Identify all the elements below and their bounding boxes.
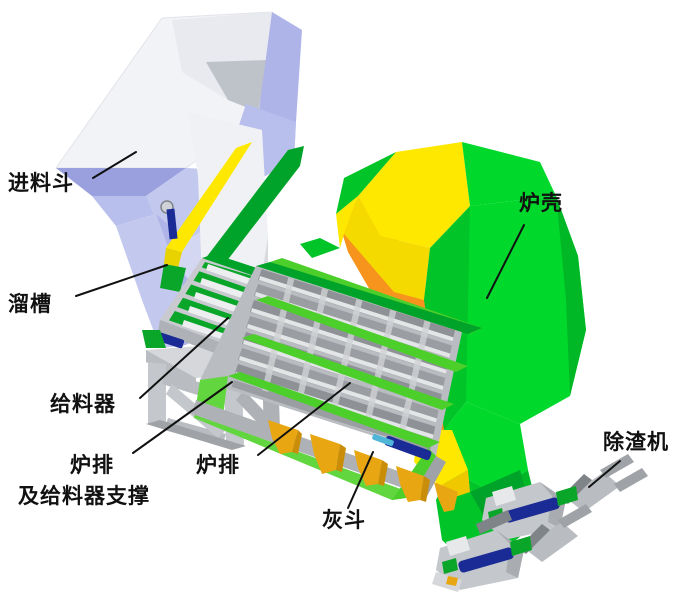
grate-rail-4 bbox=[228, 372, 440, 448]
slag-upper-roller bbox=[492, 486, 516, 506]
hopper-left-lip-front bbox=[92, 196, 156, 226]
slag-mid-dark-wedge bbox=[476, 510, 512, 534]
ash-hopper-3 bbox=[354, 450, 382, 486]
slag-upper-chute-plate bbox=[566, 472, 620, 512]
shell-interior-yellow-left bbox=[336, 196, 358, 248]
hopper-throat-shadow bbox=[206, 60, 268, 112]
feeder-actuator-blue bbox=[157, 332, 185, 349]
slag-lower-cylinder-head-green bbox=[510, 536, 532, 556]
label-feeder: 给料器 bbox=[50, 392, 116, 416]
leader-slag-remover bbox=[588, 460, 621, 488]
slag-lower-cylinder bbox=[458, 547, 514, 573]
ash-hopper-4 bbox=[396, 466, 424, 502]
slag-upper-fin-b bbox=[614, 468, 648, 492]
grate-rail-3 bbox=[242, 334, 454, 410]
shell-top-green-face bbox=[396, 142, 556, 206]
label-grate-and-feeder-support-line1: 炉排 bbox=[70, 453, 114, 477]
shell-right-green-shade bbox=[556, 196, 586, 396]
slag-remover-assembly bbox=[432, 454, 648, 592]
label-furnace-shell: 炉壳 bbox=[519, 191, 563, 215]
ash-hopper-4-shade bbox=[420, 476, 430, 502]
ash-hopper-5-far bbox=[434, 482, 458, 512]
ash-hopper-1-shade bbox=[292, 430, 302, 454]
grate-rail-2 bbox=[256, 296, 468, 372]
slag-upper-cylinder-head-green bbox=[556, 486, 578, 506]
leader-ash-hopper bbox=[347, 451, 374, 509]
hopper-left-lip-violet bbox=[56, 168, 186, 196]
leader-chute bbox=[75, 264, 168, 297]
green-drive-beam-upper bbox=[186, 146, 304, 288]
ash-hopper-2-shade bbox=[336, 444, 346, 472]
feeder-drive-beams bbox=[160, 142, 304, 304]
slag-upper-fin-a bbox=[600, 454, 634, 478]
support-left-post bbox=[148, 362, 166, 430]
leader-lines-group bbox=[75, 151, 621, 509]
hopper-right-violet-panel bbox=[258, 12, 302, 130]
shell-interior-yellow-top bbox=[358, 142, 470, 248]
shell-interior-yellow-face bbox=[344, 196, 430, 300]
label-feed-hopper: 进料斗 bbox=[8, 171, 74, 195]
label-grate-and-feeder-support-line2: 及给料器支撑 bbox=[18, 484, 150, 508]
ash-hopper-assembly bbox=[268, 420, 458, 512]
slag-lower-fin-a bbox=[558, 504, 592, 528]
grate-far-green-wall bbox=[300, 238, 340, 258]
slag-upper-cylinder bbox=[504, 497, 560, 523]
feeder-mount-green bbox=[142, 330, 166, 348]
ash-hopper-2 bbox=[310, 434, 340, 474]
label-ash-hopper: 灰斗 bbox=[322, 508, 366, 532]
slag-lower-cylinder-tail-green bbox=[442, 558, 458, 574]
slag-lower-foot-accent bbox=[446, 576, 458, 586]
leader-grate bbox=[257, 382, 351, 456]
grate-hydraulic-cylinder bbox=[384, 435, 432, 461]
support-base-rail bbox=[146, 420, 246, 450]
chute-back-white-wall bbox=[188, 112, 268, 300]
label-chute: 溜槽 bbox=[8, 292, 52, 316]
label-grate: 炉排 bbox=[196, 453, 240, 477]
yellow-drive-beam bbox=[166, 142, 252, 252]
green-beam-cap bbox=[160, 264, 186, 292]
grate-cylinder-rod bbox=[372, 433, 394, 447]
drive-cylinder-blue bbox=[166, 208, 178, 240]
grate-transverse-ticks bbox=[262, 270, 432, 436]
leader-feed-hopper bbox=[92, 151, 137, 179]
slag-lower-roller bbox=[446, 536, 470, 556]
labels-group: 进料斗 溜槽 给料器 炉排 及给料器支撑 炉排 灰斗 炉壳 除渣机 bbox=[8, 171, 669, 532]
shell-upper-left-green bbox=[336, 152, 396, 214]
shell-right-green-body bbox=[444, 196, 586, 424]
leader-furnace-shell bbox=[486, 224, 525, 299]
yellow-drive-beam-shade bbox=[164, 248, 182, 268]
slag-lower-chute-plate bbox=[524, 522, 578, 562]
ash-hopper-3-shade bbox=[378, 460, 388, 486]
grate-upper-green-wall bbox=[256, 262, 482, 334]
label-slag-remover: 除渣机 bbox=[603, 430, 669, 454]
leader-grate-and-feeder-support bbox=[132, 381, 233, 454]
leader-feeder bbox=[139, 317, 229, 399]
